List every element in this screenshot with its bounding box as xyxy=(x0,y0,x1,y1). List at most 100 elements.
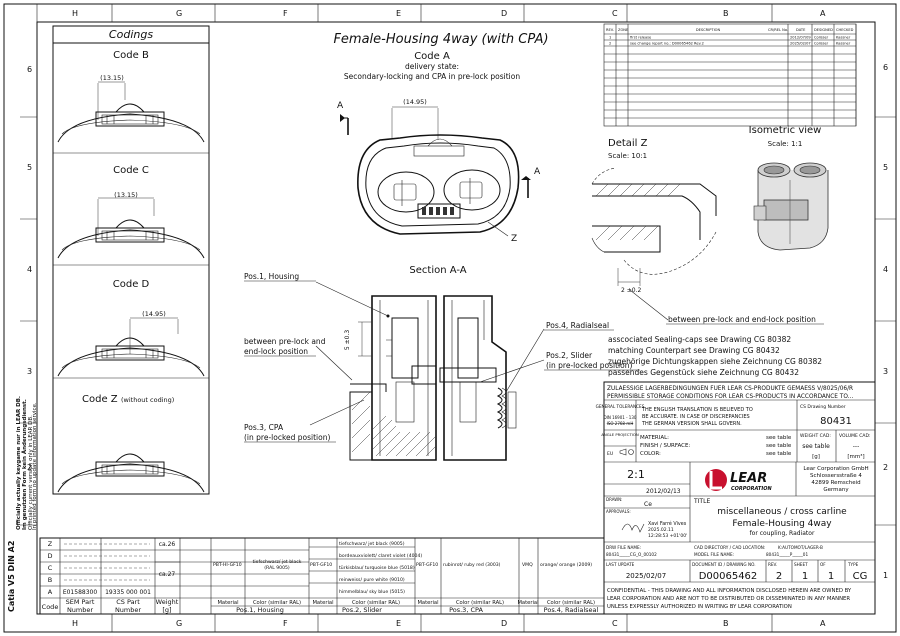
tolerance-strike: ISO 2768-mH xyxy=(607,421,634,426)
zone-number: 2 xyxy=(883,463,888,472)
drawing-number-label: CS Drawing Number xyxy=(800,404,846,410)
rev-header: DESCRIPTION xyxy=(696,28,721,32)
confidential-line: CONFIDENTIAL - THIS DRAWING AND ALL INFO… xyxy=(607,588,852,594)
isometric-view: Isometric view Scale: 1:1 xyxy=(749,125,829,251)
address-line: 42899 Remscheid xyxy=(811,480,860,486)
pos3-material: PBT-GF10 xyxy=(416,562,438,568)
outer-frame xyxy=(3,3,897,633)
cs-header: Number xyxy=(115,606,141,614)
pos2-color: himmelblau/ sky blue (5015) xyxy=(339,589,405,595)
title-line-2: Female-Housing 4way xyxy=(732,519,832,529)
doc-id-label: DOCUMENT ID / DRAWING NO. xyxy=(692,562,756,567)
prelock-label-1: between pre-lock and xyxy=(244,337,326,346)
rev-cell: 2012/07/09 xyxy=(790,36,811,40)
pos-header: Pos.1, Housing xyxy=(236,606,284,614)
rev-value: 2 xyxy=(776,571,782,582)
cad-dir-label: CAD DIRECTORY / CAD LOCATION: xyxy=(694,545,765,550)
rev-header: CHECKED xyxy=(836,28,854,32)
pos4-color: orange/ orange (2009) xyxy=(540,562,592,568)
storage-line-2: PERMISSIBLE STORAGE CONDITIONS FOR LEAR … xyxy=(607,394,853,400)
sub-header: Color (similar RAL) xyxy=(352,600,400,606)
parts-table: Z D C B A E01588300 19335 000 001 ca.26 … xyxy=(39,537,605,615)
approved-time: 12:28:53 +01'00' xyxy=(648,533,687,539)
of-value: 1 xyxy=(828,571,834,582)
lear-logo: LEAR CORPORATION xyxy=(705,469,772,492)
material-value: see table xyxy=(766,435,792,441)
zone-number: 4 xyxy=(27,265,32,274)
sem-header: SEM Part xyxy=(66,598,95,606)
weight-value: ca.27 xyxy=(159,571,176,578)
code-header: Code xyxy=(42,603,59,611)
confidential-line: LEAR CORPORATION AND ARE NOT TO BE DISTR… xyxy=(607,596,850,602)
rev-cell: Kassner xyxy=(836,42,851,46)
cs-part-number: 19335 000 001 xyxy=(105,589,151,596)
zone-number: 2 xyxy=(27,463,32,472)
rev-header: DESIGNED xyxy=(814,28,833,32)
rev-header: CR/REL No. xyxy=(768,28,788,32)
type-value: CG xyxy=(853,571,868,582)
zone-number: 5 xyxy=(27,163,32,172)
tolerances-label: GENERAL TOLERANCES xyxy=(596,404,645,409)
zone-number: 5 xyxy=(883,163,888,172)
side-note: Officially actually keygame nur in LEAR … xyxy=(16,396,22,530)
detail-z-hatch xyxy=(595,183,681,241)
weight-unit: [g] xyxy=(812,454,820,460)
top-zone-letters: H G F E D C B A xyxy=(36,4,826,22)
type-label: TYPE xyxy=(847,562,859,567)
detail-z-note: between pre-lock and end-lock position xyxy=(668,315,816,324)
last-update-value: 2025/02/07 xyxy=(626,572,666,580)
pos-header: Pos.2, Slider xyxy=(342,606,382,614)
pos2-color: tiefschwarz/ jet black (9005) xyxy=(339,541,405,547)
rev-cell: 2 xyxy=(609,42,611,46)
code-a-dim: (14.95) xyxy=(403,98,427,106)
weight-cad-label: WEIGHT CAD: xyxy=(800,433,831,439)
pos2-color: türkisblau/ turquoise blue (5018) xyxy=(339,565,415,571)
drawing-number: 80431 xyxy=(820,416,852,427)
code-cell: Z xyxy=(48,540,53,548)
zone-number: 3 xyxy=(883,367,888,376)
sheet-label: SHEET xyxy=(794,562,808,567)
drawn-by: Ce xyxy=(644,501,652,508)
rev-cell: first release xyxy=(630,36,652,40)
coding-profile-z xyxy=(57,453,205,493)
pos1-color: tiefschwarz/ jet black xyxy=(253,559,302,565)
pos3-label: Pos.3, CPA xyxy=(244,423,284,432)
pos4-label: Pos.4, Radialseal xyxy=(546,321,609,330)
format-label: Catia V5 DIN A2 xyxy=(7,541,16,612)
zone-letter: F xyxy=(283,9,288,18)
translation-line: THE ENGLISH TRANSLATION IS BELIEVED TO xyxy=(641,407,753,413)
side-note: In printed form no update information se… xyxy=(32,402,38,530)
zone-letter: H xyxy=(72,9,78,18)
radial-seal xyxy=(496,387,517,429)
zone-letter: A xyxy=(820,9,826,18)
section-mark-left: A xyxy=(337,101,344,111)
doc-id-value: D00065462 xyxy=(699,571,758,582)
finish-label: FINISH / SURFACE: xyxy=(640,443,690,449)
zone-number: 6 xyxy=(883,63,888,72)
volume-unit: [mm³] xyxy=(847,453,864,460)
color-label: COLOR: xyxy=(640,451,661,457)
section-title: Section A-A xyxy=(409,265,466,276)
pos3-color: rubinrot/ ruby red (3003) xyxy=(443,562,501,568)
isometric-scale: Scale: 1:1 xyxy=(768,140,803,148)
coding-profile-d xyxy=(57,317,205,377)
company-name: LEAR xyxy=(730,471,767,486)
pos-header: Pos.3, CPA xyxy=(449,606,483,614)
zone-letter: E xyxy=(396,619,401,628)
main-title: Female-Housing 4way (with CPA) xyxy=(333,32,548,47)
code-z-label: Code Z xyxy=(82,394,118,405)
zone-letter: B xyxy=(723,9,729,18)
storage-line-1: ZULAESSIGE LAGERBEDINGUNGEN FUER LEAR CS… xyxy=(607,386,853,392)
sub-header: Material xyxy=(312,600,333,606)
zone-letter: B xyxy=(723,619,729,628)
zone-number: 6 xyxy=(27,65,32,74)
rev-header: REV. xyxy=(606,28,614,32)
side-notes: Catia V5 DIN A2 Officially actually keyg… xyxy=(7,396,38,612)
pos2-label: Pos.2, Slider xyxy=(546,351,593,360)
detail-z: Detail Z Scale: 10:1 2 ±0.2 between pre-… xyxy=(591,138,824,325)
finish-value: see table xyxy=(766,443,792,449)
tolerance-std: DIN 16901 - 130 xyxy=(604,415,637,420)
section-hatching xyxy=(351,391,437,457)
note-line: zugehörige Dichtungskappen siehe Zeichnu… xyxy=(608,357,822,366)
